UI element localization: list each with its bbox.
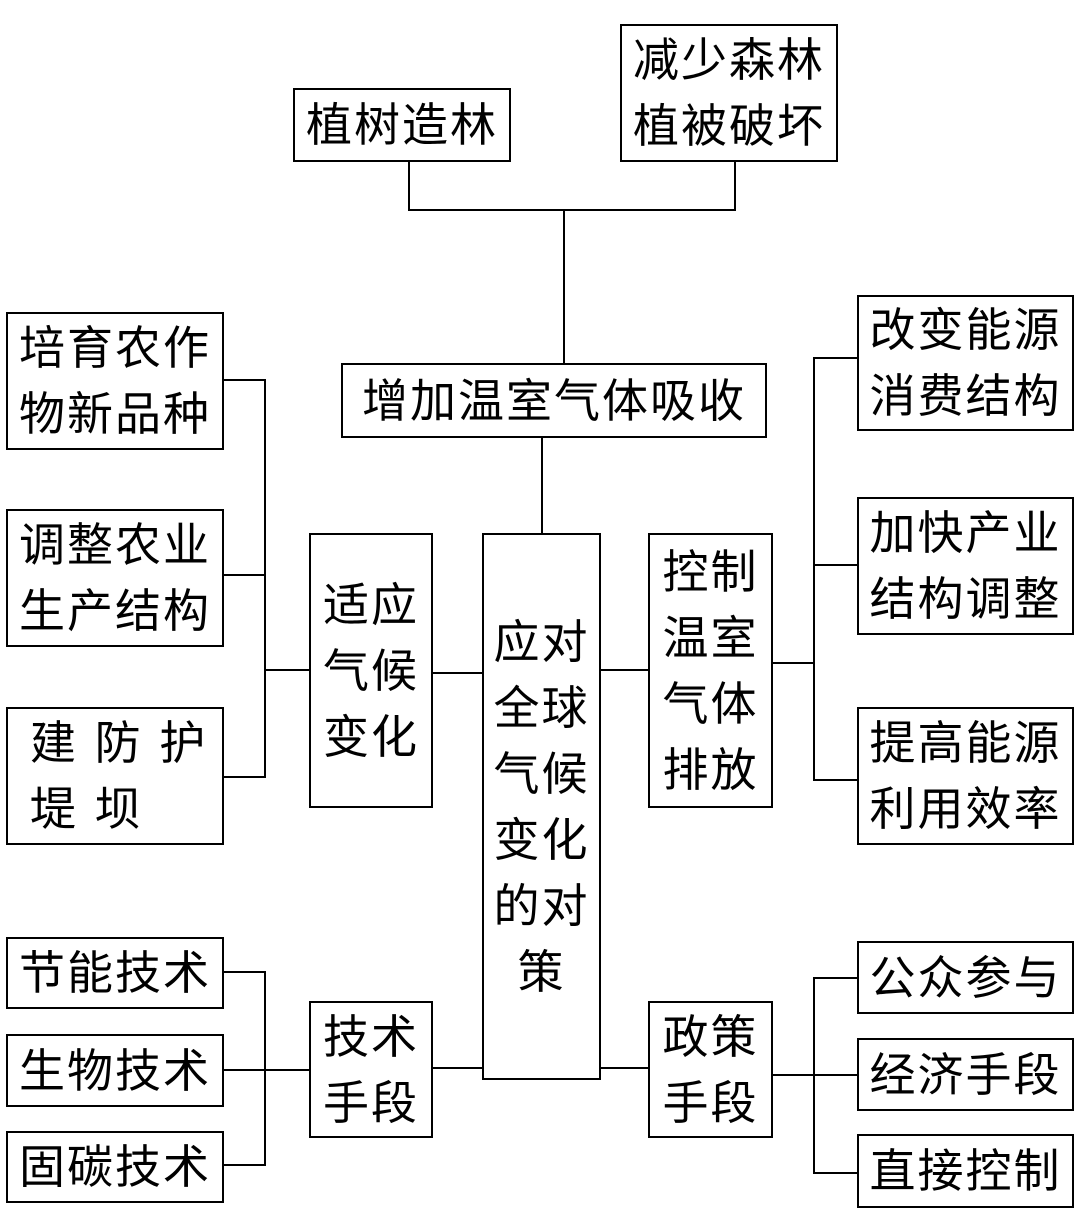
node-label: 手段 <box>662 1075 759 1130</box>
node-label: 变化 <box>493 812 590 867</box>
node-label: 气候 <box>323 643 419 698</box>
node-economic-means: 经济手段 <box>857 1038 1074 1111</box>
connector-left-upper-bracket <box>224 379 266 778</box>
node-change-energy-structure: 改变能源 消费结构 <box>857 295 1074 431</box>
node-label: 技术 <box>323 1009 419 1064</box>
node-label: 增加温室气体吸收 <box>362 373 746 428</box>
node-label: 生物技术 <box>19 1043 211 1098</box>
node-label: 培育农作 <box>19 321 211 375</box>
node-label: 应对 <box>493 614 590 669</box>
node-build-dams: 建 防 护 堤 坝 <box>6 707 224 845</box>
node-label: 控制 <box>662 544 759 599</box>
node-accelerate-industry-adjustment: 加快产业 结构调整 <box>857 497 1074 635</box>
node-technical-means: 技术 手段 <box>309 1001 433 1138</box>
node-label: 堤 坝 <box>30 782 143 836</box>
node-biotech: 生物技术 <box>6 1034 224 1107</box>
node-breed-new-crops: 培育农作 物新品种 <box>6 312 224 450</box>
node-label: 物新品种 <box>19 387 211 441</box>
node-label: 减少森林 <box>633 33 825 87</box>
node-label: 变化 <box>323 709 419 764</box>
connector-right-lower-bracket <box>813 977 857 1174</box>
node-label: 策 <box>517 944 566 999</box>
node-label: 植树造林 <box>306 98 498 152</box>
node-label: 提高能源 <box>869 716 1062 770</box>
node-center-climate-strategy: 应对 全球 气候 变化 的对 策 <box>482 533 601 1080</box>
node-label: 直接控制 <box>869 1144 1062 1198</box>
node-energy-saving-tech: 节能技术 <box>6 937 224 1009</box>
node-label: 消费结构 <box>869 369 1062 423</box>
node-adapt-climate-change: 适应 气候 变化 <box>309 533 433 808</box>
node-label: 结构调整 <box>869 572 1062 626</box>
node-adjust-agriculture: 调整农业 生产结构 <box>6 509 224 647</box>
node-label: 植被破坏 <box>633 99 825 153</box>
node-reduce-deforestation: 减少森林 植被破坏 <box>620 24 838 162</box>
node-label: 温室 <box>662 610 759 665</box>
node-increase-ghg-absorption: 增加温室气体吸收 <box>341 363 767 438</box>
connector-top-leaves <box>408 162 736 211</box>
node-policy-means: 政策 手段 <box>648 1001 773 1138</box>
node-label: 生产结构 <box>19 584 211 638</box>
node-control-ghg-emission: 控制 温室 气体 排放 <box>648 533 773 808</box>
node-label: 的对 <box>493 878 590 933</box>
node-label: 公众参与 <box>869 950 1062 1005</box>
node-label: 手段 <box>323 1075 419 1130</box>
node-label: 建 防 护 <box>30 716 208 770</box>
node-label: 利用效率 <box>869 782 1062 836</box>
node-label: 排放 <box>662 742 759 797</box>
node-label: 气体 <box>662 676 759 731</box>
connector-left-lower-bracket <box>224 971 266 1166</box>
node-label: 全球 <box>493 680 590 735</box>
node-label: 经济手段 <box>869 1047 1062 1102</box>
node-label: 调整农业 <box>19 518 211 572</box>
node-label: 加快产业 <box>869 506 1062 560</box>
node-public-participation: 公众参与 <box>857 941 1074 1014</box>
node-label: 固碳技术 <box>19 1140 211 1194</box>
node-label: 适应 <box>323 577 419 632</box>
node-label: 节能技术 <box>19 946 211 1000</box>
node-label: 政策 <box>662 1009 759 1064</box>
node-plant-trees: 植树造林 <box>293 88 511 162</box>
connector-right-upper-bracket <box>813 357 857 781</box>
node-carbon-fixation-tech: 固碳技术 <box>6 1131 224 1203</box>
node-label: 改变能源 <box>869 303 1062 357</box>
node-label: 气候 <box>493 746 590 801</box>
node-direct-control: 直接控制 <box>857 1134 1074 1208</box>
node-improve-energy-efficiency: 提高能源 利用效率 <box>857 707 1074 845</box>
